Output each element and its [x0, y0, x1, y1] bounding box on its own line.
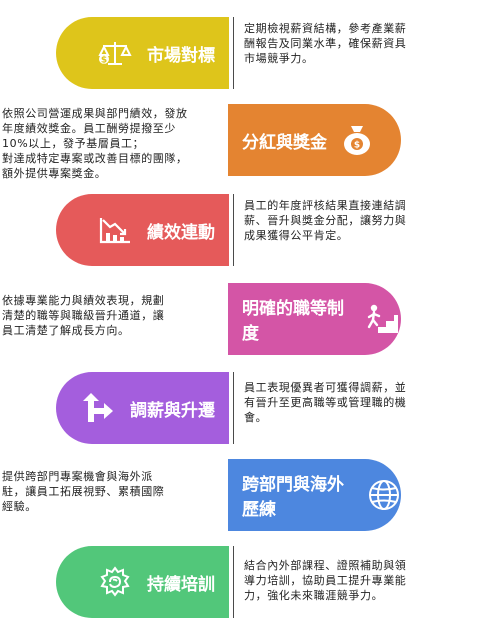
item-title: 調薪與升遷	[130, 400, 215, 421]
pill-grade: 明確的職等制度	[228, 283, 401, 355]
row-grade: 依據專業能力與績效表現，規劃 清楚的職等與職級晉升通道，讓 員工清楚了解成長方向…	[0, 283, 482, 355]
money-bag-icon: $	[337, 120, 377, 160]
row-training: 持續培訓 結合內外部課程、證照補助與領 導力培訓，協助員工提升專業能 力，強化未…	[0, 546, 482, 618]
item-description: 員工的年度評核結果直接連結調 薪、晉升與獎金分配，讓努力與 成果獲得公平肯定。	[244, 199, 407, 242]
row-performance: 績效連動 員工的年度評核結果直接連結調 薪、晉升與獎金分配，讓努力與 成果獲得公…	[0, 194, 482, 266]
pill-promotion: 調薪與升遷	[56, 372, 229, 444]
svg-text:$: $	[354, 141, 360, 151]
pill-market: $ 市場對標	[56, 17, 229, 89]
split-arrow-icon	[78, 388, 118, 428]
item-title: 持續培訓	[147, 574, 215, 595]
item-description: 依照公司營運成果與部門績效，發放 年度績效獎金。員工酬勞提撥至少 10%以上，發…	[2, 107, 188, 180]
pill-global: 跨部門與海外歷練	[228, 459, 401, 531]
row-market: $ 市場對標 定期檢視薪資結構，參考產業薪 酬報告及同業水準，確保薪資具 市場競…	[0, 17, 482, 89]
divider-line	[233, 372, 234, 444]
divider-line	[233, 17, 234, 89]
item-title: 績效連動	[147, 222, 215, 243]
item-description: 定期檢視薪資結構，參考產業薪 酬報告及同業水準，確保薪資具 市場競爭力。	[244, 22, 407, 65]
item-description: 依據專業能力與績效表現，規劃 清楚的職等與職級晉升通道，讓 員工清楚了解成長方向…	[2, 294, 165, 337]
item-title: 跨部門與海外歷練	[242, 475, 344, 520]
item-description: 員工表現優異者可獲得調薪，並 有晉升至更高職等或管理職的機 會。	[244, 381, 407, 424]
divider-line	[233, 546, 234, 618]
row-global: 提供跨部門專案機會與海外派 駐，讓員工拓展視野、累積國際 經驗。 跨部門與海外歷…	[0, 459, 482, 531]
row-promotion: 調薪與升遷 員工表現優異者可獲得調薪，並 有晉升至更高職等或管理職的機 會。	[0, 372, 482, 444]
item-title: 明確的職等制度	[242, 299, 344, 344]
row-bonus: 依照公司營運成果與部門績效，發放 年度績效獎金。員工酬勞提撥至少 10%以上，發…	[0, 104, 482, 180]
scale-money-icon: $	[95, 33, 135, 73]
item-description: 結合內外部課程、證照補助與領 導力培訓，協助員工提升專業能 力，強化未來職涯競爭…	[244, 559, 407, 602]
svg-text:$: $	[101, 56, 107, 66]
pill-training: 持續培訓	[56, 546, 229, 618]
pill-performance: 績效連動	[56, 194, 229, 266]
item-title: 分紅與獎金	[242, 132, 327, 153]
pill-bonus: 分紅與獎金 $	[228, 104, 401, 176]
item-description: 提供跨部門專案機會與海外派 駐，讓員工拓展視野、累積國際 經驗。	[2, 470, 165, 513]
divider-line	[233, 194, 234, 266]
item-title: 市場對標	[147, 45, 215, 66]
globe-icon	[367, 475, 401, 515]
stairs-climb-icon	[364, 299, 401, 339]
gear-brain-icon	[95, 562, 135, 602]
chart-decline-icon	[95, 210, 135, 250]
